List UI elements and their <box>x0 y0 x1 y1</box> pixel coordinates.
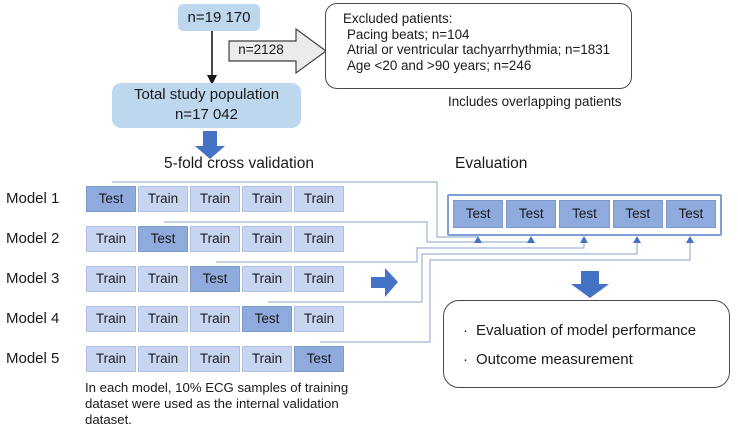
eval-arrowhead-5-icon <box>686 236 694 243</box>
fold-cell: Train <box>86 226 136 252</box>
fold-cell: Train <box>294 226 344 252</box>
outcome-bullet-text: Evaluation of model performance <box>476 322 697 339</box>
eval-arrowhead-2-icon <box>527 236 535 243</box>
model-5-row: Train Train Train Train Test <box>86 346 344 372</box>
excluded-arrow-label: n=2128 <box>238 42 284 57</box>
fold-cell: Train <box>138 306 188 332</box>
model-1-row: Test Train Train Train Train <box>86 186 344 212</box>
population-line2: n=17 042 <box>175 106 238 123</box>
model-3-row: Train Train Test Train Train <box>86 266 344 292</box>
fold-cell: Train <box>242 346 292 372</box>
eval-test-cell: Test <box>612 200 663 228</box>
fold-cell: Test <box>190 266 240 292</box>
model-5-label: Model 5 <box>6 350 60 367</box>
bullet-dot: · <box>463 322 468 339</box>
excluded-title: Excluded patients: <box>343 11 453 26</box>
fold-cell: Train <box>294 266 344 292</box>
outcome-bullet: · Evaluation of model performance <box>463 322 719 339</box>
fold-cell: Train <box>86 306 136 332</box>
model-4-label: Model 4 <box>6 310 60 327</box>
eval-arrowhead-1-icon <box>474 236 482 243</box>
fold-cell: Train <box>86 266 136 292</box>
fold-cell: Train <box>242 226 292 252</box>
crossval-footnote: In each model, 10% ECG samples of traini… <box>85 380 349 427</box>
outcome-bullet-text: Outcome measurement <box>476 351 633 368</box>
eval-arrowhead-4-icon <box>633 236 641 243</box>
evaluation-down-arrow-icon <box>571 271 609 298</box>
fold-cell: Train <box>138 186 188 212</box>
initial-count-box: n=19 170 <box>178 4 260 31</box>
fold-cell: Train <box>190 346 240 372</box>
model-1-label: Model 1 <box>6 190 60 207</box>
fold-cell: Train <box>190 226 240 252</box>
model-2-row: Train Test Train Train Train <box>86 226 344 252</box>
outcome-box: · Evaluation of model performance · Outc… <box>443 300 730 388</box>
fold-cell: Train <box>242 266 292 292</box>
eval-test-cell: Test <box>453 200 504 228</box>
fold-cell: Train <box>242 186 292 212</box>
population-line1: Total study population <box>133 86 280 103</box>
fold-cell: Train <box>294 186 344 212</box>
excluded-note: Includes overlapping patients <box>448 94 622 109</box>
fold-cell: Train <box>138 346 188 372</box>
fold-cell: Train <box>294 306 344 332</box>
initial-count-text: n=19 170 <box>187 9 251 26</box>
crossval-right-arrow-icon <box>371 268 398 297</box>
eval-test-cell: Test <box>559 200 610 228</box>
population-box: Total study population n=17 042 <box>112 83 301 128</box>
model-3-label: Model 3 <box>6 270 60 287</box>
excluded-item: Age <20 and >90 years; n=246 <box>347 57 532 73</box>
fold-cell: Test <box>86 186 136 212</box>
bullet-dot: · <box>463 351 468 368</box>
evaluation-title: Evaluation <box>455 155 528 172</box>
excluded-item: Atrial or ventricular tachyarrhythmia; n… <box>347 42 611 58</box>
fold-cell: Test <box>242 306 292 332</box>
outcome-bullet: · Outcome measurement <box>463 351 719 368</box>
fold-cell: Test <box>138 226 188 252</box>
model-2-label: Model 2 <box>6 230 60 247</box>
fold-cell: Train <box>86 346 136 372</box>
excluded-patients-box: Excluded patients: Pacing beats; n=104 A… <box>325 3 632 89</box>
fold-cell: Train <box>190 306 240 332</box>
crossval-title: 5-fold cross validation <box>164 155 314 172</box>
fold-cell: Train <box>190 186 240 212</box>
evaluation-box: Test Test Test Test Test <box>447 194 722 236</box>
excluded-item: Pacing beats; n=104 <box>347 26 470 42</box>
fold-cell: Test <box>294 346 344 372</box>
fold-cell: Train <box>138 266 188 292</box>
eval-test-cell: Test <box>506 200 557 228</box>
eval-arrowhead-3-icon <box>580 236 588 243</box>
eval-test-cell: Test <box>665 200 717 228</box>
model-4-row: Train Train Train Test Train <box>86 306 344 332</box>
